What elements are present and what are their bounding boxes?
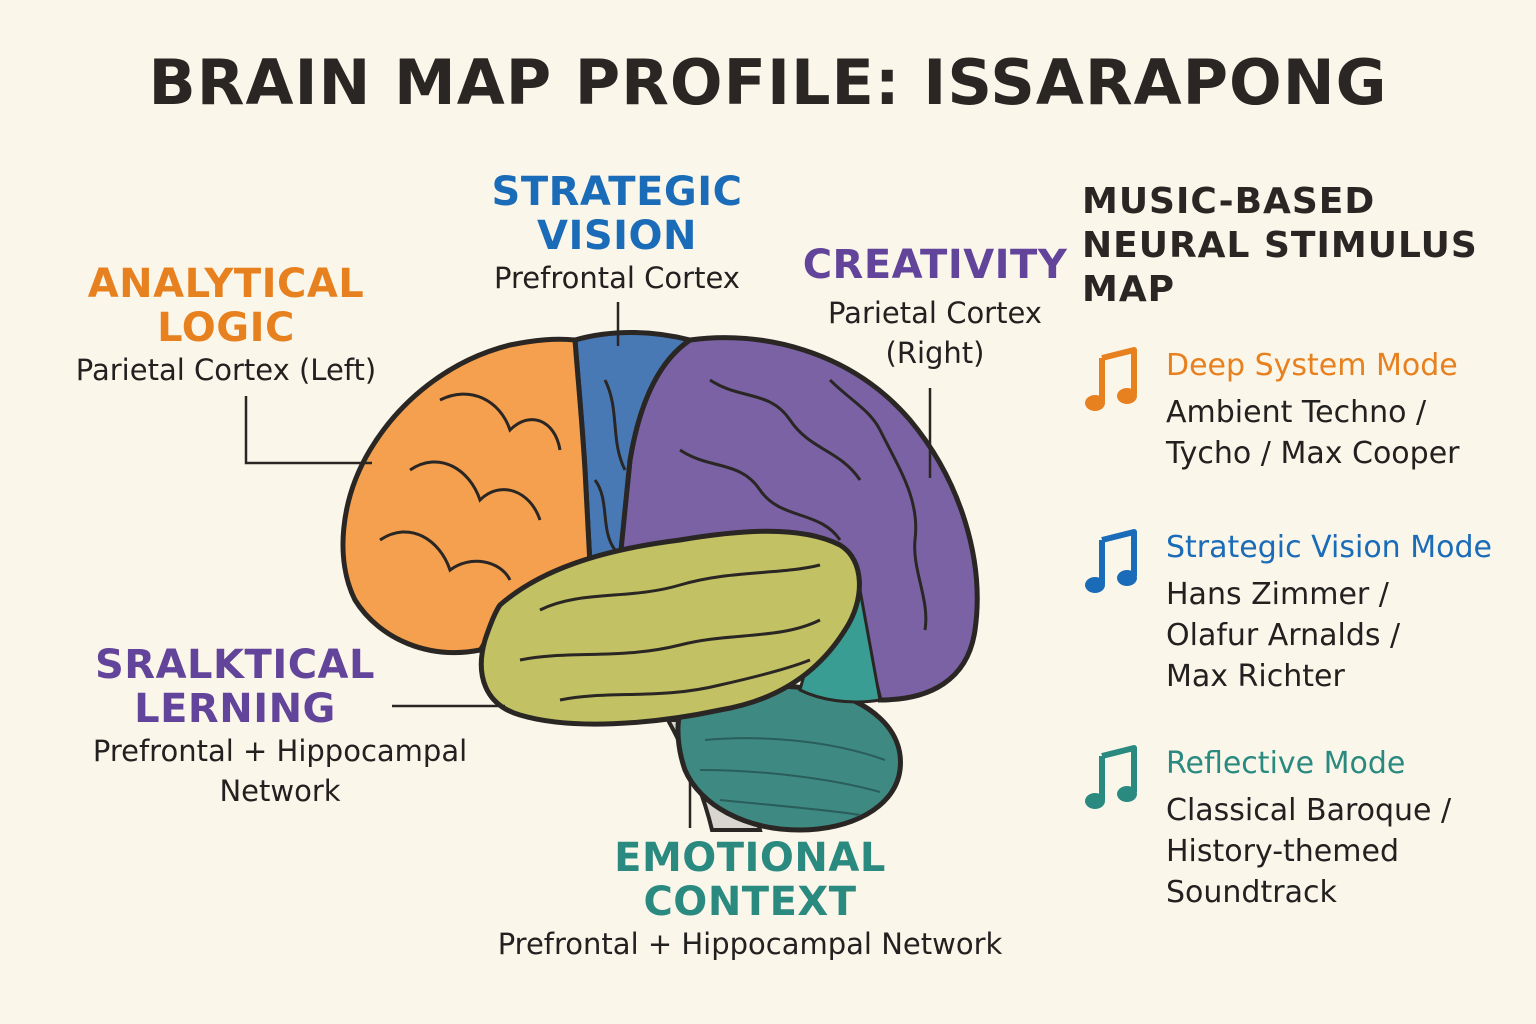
- temporal-region: [478, 528, 862, 727]
- music-mode-strategic-vision: Strategic Vision Mode Hans Zimmer / Olaf…: [1084, 528, 1532, 698]
- mode-name: Reflective Mode: [1166, 746, 1406, 781]
- music-note-icon: [1085, 745, 1137, 809]
- region-subtitle: Parietal Cortex (Left): [75, 353, 377, 387]
- mode-description-line: Ambient Techno /: [1166, 395, 1427, 430]
- region-heading: VISION: [536, 213, 697, 259]
- music-map-title: MUSIC-BASED NEURAL STIMULUS MAP: [1082, 180, 1522, 312]
- music-map-title-line: MUSIC-BASED: [1082, 181, 1376, 222]
- mode-description: Ambient Techno / Tycho / Max Cooper: [1166, 392, 1532, 474]
- region-heading: SRALKTICAL: [94, 642, 376, 688]
- mode-name: Strategic Vision Mode: [1166, 530, 1492, 565]
- leader-lines: [244, 302, 932, 828]
- region-heading: CONTEXT: [643, 879, 857, 925]
- region-heading: LOGIC: [157, 305, 295, 351]
- mode-description-line: Olafur Arnalds /: [1166, 618, 1401, 653]
- mode-name: Deep System Mode: [1166, 348, 1458, 383]
- region-label-creativity: CREATIVITY Parietal Cortex (Right): [790, 243, 1080, 373]
- music-map-title-line: NEURAL STIMULUS: [1082, 225, 1478, 266]
- music-note-icon: [1085, 529, 1137, 593]
- music-mode-deep-system: Deep System Mode Ambient Techno / Tycho …: [1084, 346, 1532, 486]
- gyri-lines: [379, 378, 928, 702]
- mode-description-line: Soundtrack: [1166, 875, 1337, 910]
- music-note-icon: [1085, 347, 1137, 411]
- region-heading: ANALYTICAL: [87, 261, 365, 307]
- mode-description-line: Classical Baroque /: [1166, 793, 1452, 828]
- region-heading: EMOTIONAL: [614, 835, 886, 881]
- music-map-title-line: MAP: [1082, 269, 1176, 310]
- region-label-sralktical: SRALKTICAL LERNING Prefrontal + Hippocam…: [60, 643, 500, 811]
- region-heading: LERNING: [134, 686, 336, 732]
- mode-description-line: Tycho / Max Cooper: [1166, 436, 1460, 471]
- region-subtitle: Network: [219, 774, 341, 808]
- region-subtitle: Prefrontal Cortex: [494, 261, 740, 295]
- region-heading: CREATIVITY: [802, 242, 1068, 288]
- region-heading: STRATEGIC: [491, 169, 743, 215]
- region-subtitle: Parietal Cortex: [828, 296, 1042, 330]
- region-subtitle: Prefrontal + Hippocampal: [92, 734, 468, 768]
- mode-description: Hans Zimmer / Olafur Arnalds / Max Richt…: [1166, 574, 1532, 697]
- mode-description-line: Max Richter: [1166, 659, 1345, 694]
- region-subtitle: Prefrontal + Hippocampal Network: [497, 927, 1003, 961]
- mode-description: Classical Baroque / History-themed Sound…: [1166, 790, 1532, 913]
- region-label-strategic: STRATEGIC VISION Prefrontal Cortex: [462, 170, 772, 298]
- mode-description-line: Hans Zimmer /: [1166, 577, 1389, 612]
- music-mode-reflective: Reflective Mode Classical Baroque / Hist…: [1084, 744, 1532, 914]
- region-label-emotional: EMOTIONAL CONTEXT Prefrontal + Hippocamp…: [470, 836, 1030, 964]
- region-subtitle: (Right): [885, 336, 985, 370]
- page-title: BRAIN MAP PROFILE: ISSARAPONG: [148, 46, 1388, 119]
- mode-description-line: History-themed: [1166, 834, 1399, 869]
- region-label-analytical: ANALYTICAL LOGIC Parietal Cortex (Left): [50, 262, 402, 390]
